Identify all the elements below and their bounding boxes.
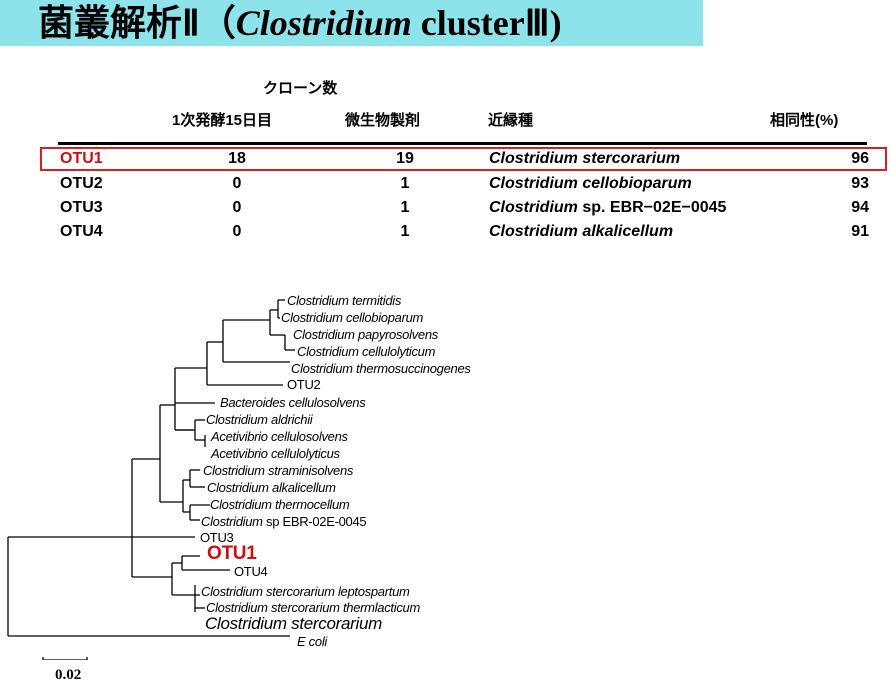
clone-count-day15: 18: [228, 150, 246, 167]
column-header-day15: 1次発酵15日目: [172, 112, 273, 129]
clone-count-day15: 0: [232, 199, 242, 216]
otu-name: OTU2: [60, 175, 103, 192]
species-name: Clostridium: [489, 199, 578, 216]
clone-count-product: 19: [396, 150, 414, 167]
tree-leaf: Clostridium stercorarium leptospartum: [201, 583, 410, 599]
otu-name: OTU3: [60, 199, 103, 216]
tree-leaf: Clostridium alkalicellum: [207, 479, 336, 495]
tree-leaf: Clostridium termitidis: [287, 292, 402, 308]
clone-count-day15: 0: [232, 223, 242, 240]
tree-leaf: OTU4: [234, 563, 268, 579]
identity-percent: 96: [851, 150, 869, 167]
tree-leaf: Clostridium thermosuccinogenes: [291, 360, 471, 376]
clone-count-product: 1: [400, 223, 410, 240]
tree-leaf: Clostridium stercorarium: [205, 614, 383, 633]
clone-count-day15: 0: [232, 175, 242, 192]
scale-bar-label: 0.02: [55, 667, 82, 683]
tree-leaf: Clostridium papyrosolvens: [293, 326, 438, 342]
clone-count-header: クローン数: [263, 80, 338, 97]
species-name: Clostridium alkalicellum: [489, 223, 674, 240]
tree-leaf: E coli: [297, 633, 327, 649]
tree-leaf: Acetivibrio cellulolyticus: [211, 445, 340, 461]
related-species: Clostridium sp. EBR−02E−0045: [489, 199, 726, 217]
tree-leaf: OTU3: [200, 529, 234, 545]
clone-count-product: 1: [400, 199, 410, 216]
identity-percent: 93: [851, 175, 869, 192]
tree-leaf-otu1: OTU1: [207, 543, 257, 564]
otu-name: OTU1: [60, 150, 103, 167]
clone-count-product: 1: [400, 175, 410, 192]
tree-leaf: Clostridium cellobioparum: [281, 309, 424, 325]
phylogenetic-tree: [7, 299, 295, 660]
tree-leaf: Acetivibrio cellulosolvens: [211, 428, 348, 444]
related-species: Clostridium cellobioparum: [489, 175, 692, 193]
tree-leaf: Clostridium thermocellum: [210, 496, 350, 512]
column-header-product: 微生物製剤: [345, 112, 421, 129]
related-species: Clostridium alkalicellum: [489, 223, 673, 241]
tree-leaf: Bacteroides cellulosolvens: [220, 394, 366, 410]
otu-name: OTU4: [60, 223, 103, 240]
page-title: 菌叢解析Ⅱ（Clostridium clusterⅢ): [38, 3, 562, 43]
tree-leaf: Clostridium cellulolyticum: [297, 343, 436, 359]
tree-leaf: Clostridium aldrichii: [206, 411, 313, 427]
highlight-box-otu1: [40, 147, 887, 171]
tree-leaf: Clostridium sp EBR-02E-0045: [201, 513, 367, 529]
column-header-identity: 相同性(%): [770, 112, 839, 129]
table-header-rule: [58, 142, 867, 145]
tree-leaf: Clostridium stercorarium thermlacticum: [206, 599, 420, 615]
identity-percent: 94: [851, 199, 869, 216]
species-strain: sp. EBR−02E−0045: [577, 199, 727, 216]
related-species: Clostridium stercorarium: [489, 150, 680, 168]
species-name: Clostridium cellobioparum: [489, 175, 692, 192]
title-banner: [0, 0, 703, 46]
tree-leaf: Clostridium straminisolvens: [203, 462, 354, 478]
column-header-related-species: 近縁種: [488, 112, 534, 129]
identity-percent: 91: [851, 223, 869, 240]
tree-leaf: OTU2: [287, 376, 321, 392]
species-name: Clostridium stercorarium: [489, 150, 681, 167]
